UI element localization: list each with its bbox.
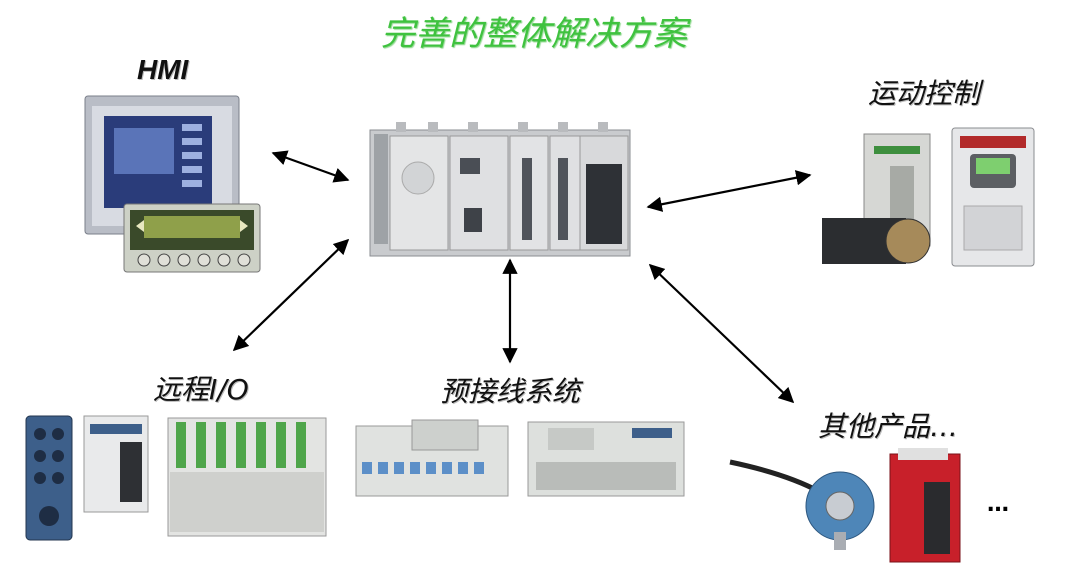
hmi-label: HMI — [137, 54, 189, 85]
prewired-label: 预接线系统 — [440, 375, 581, 408]
page-title: 完善的整体解决方案 — [381, 14, 687, 54]
plc-rack-icon — [369, 122, 631, 257]
arrow-hmi — [271, 150, 350, 183]
arrow-remote-io — [232, 238, 350, 352]
io-module-icon — [25, 415, 327, 541]
encoder-icon — [729, 448, 961, 563]
terminal-block-icon — [355, 419, 685, 497]
motion-label: 运动控制 — [868, 77, 981, 110]
arrow-motion — [646, 170, 812, 212]
remote-io-label: 远程I/O — [153, 373, 249, 406]
servo-drive-icon — [822, 127, 1035, 267]
other-label: 其他产品… — [818, 410, 959, 443]
more-ellipsis: … — [987, 492, 1009, 517]
hmi-touchscreen-icon — [84, 95, 261, 273]
arrow-other — [648, 263, 795, 404]
